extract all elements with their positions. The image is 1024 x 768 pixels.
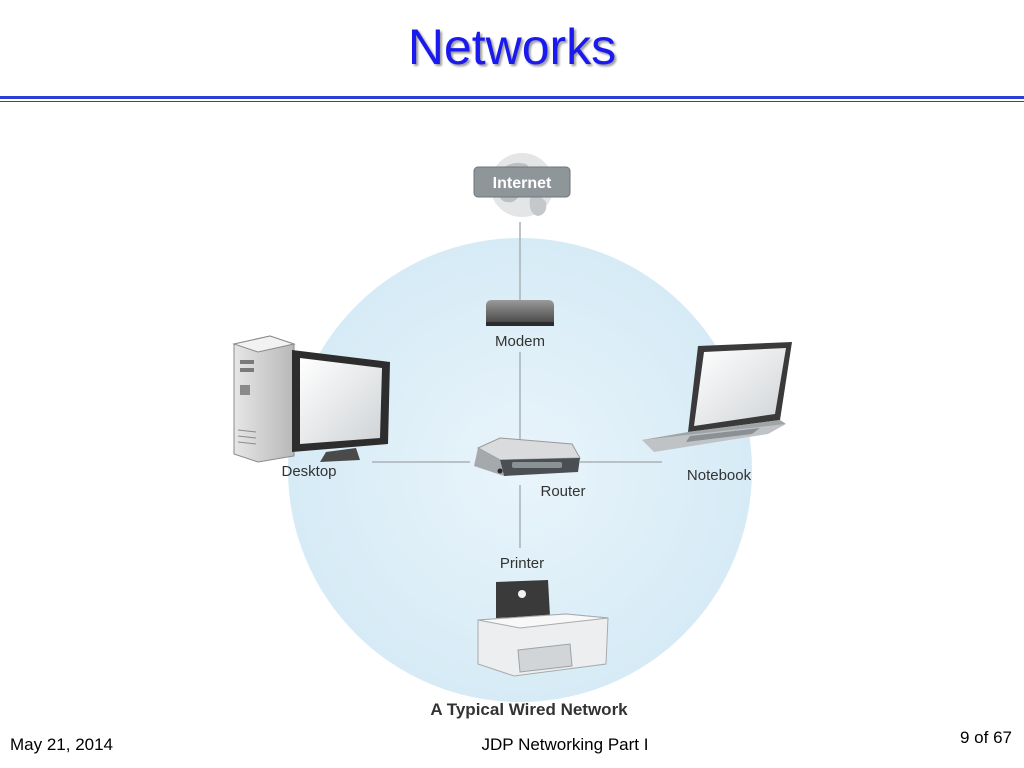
modem-icon: [486, 300, 554, 326]
printer-label: Printer: [500, 555, 544, 572]
notebook-label: Notebook: [687, 467, 752, 484]
slide-title: Networks: [407, 19, 617, 75]
router-icon: [474, 437, 581, 476]
internet-node: Internet: [473, 153, 571, 217]
notebook-node: Notebook: [642, 342, 792, 484]
internet-label: Internet: [493, 175, 552, 192]
printer-icon: [477, 580, 609, 677]
modem-node: Modem: [486, 300, 554, 350]
router-label: Router: [540, 483, 585, 500]
laptop-icon: [642, 342, 792, 452]
title-divider: [0, 96, 1024, 99]
desktop-label: Desktop: [281, 463, 336, 480]
modem-label: Modem: [495, 333, 545, 350]
title-divider-thin: [0, 101, 1024, 102]
footer-presentation-title: JDP Networking Part I: [481, 735, 649, 754]
footer-date: May 21, 2014: [10, 735, 114, 754]
router-node: Router: [474, 437, 586, 500]
internet-badge: [473, 166, 571, 198]
diagram-caption: A Typical Wired Network: [430, 700, 628, 719]
desktop-icon: [232, 335, 390, 463]
footer-page-number: 9 of 67: [960, 728, 1012, 747]
printer-node: Printer: [477, 555, 609, 677]
desktop-node: Desktop: [232, 335, 390, 480]
connection-lines: [372, 222, 662, 548]
